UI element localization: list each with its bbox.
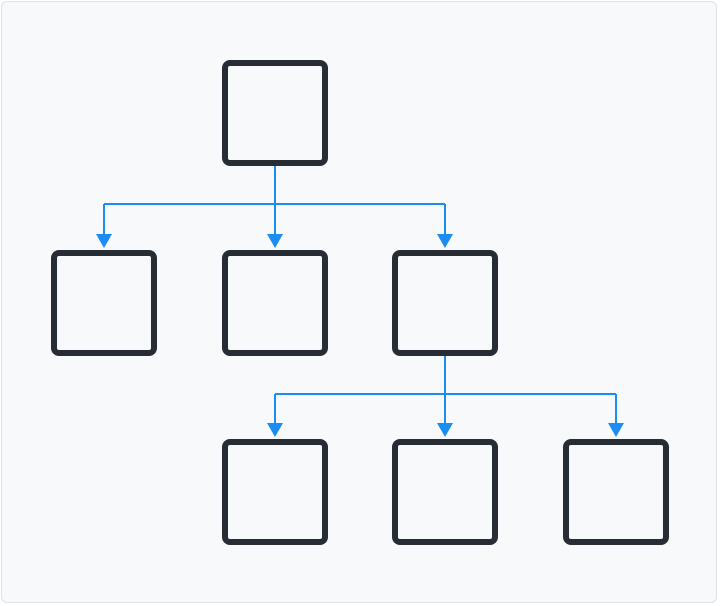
node-child-1[interactable] <box>51 250 157 356</box>
node-grandchild-3[interactable] <box>563 439 669 545</box>
node-box <box>222 439 328 545</box>
arrowhead-icon <box>608 423 624 437</box>
node-child-2[interactable] <box>222 250 328 356</box>
node-box <box>222 60 328 166</box>
arrowhead-icon <box>437 423 453 437</box>
node-child-3[interactable] <box>392 250 498 356</box>
node-grandchild-2[interactable] <box>392 439 498 545</box>
node-box <box>51 250 157 356</box>
nodes-layer <box>51 60 669 545</box>
node-grandchild-1[interactable] <box>222 439 328 545</box>
node-box <box>392 250 498 356</box>
arrowhead-icon <box>437 234 453 248</box>
arrowhead-icon <box>96 234 112 248</box>
node-box <box>563 439 669 545</box>
connectors-layer <box>96 166 624 437</box>
arrowhead-icon <box>267 423 283 437</box>
node-box <box>392 439 498 545</box>
node-box <box>222 250 328 356</box>
node-root[interactable] <box>222 60 328 166</box>
arrowhead-icon <box>267 234 283 248</box>
